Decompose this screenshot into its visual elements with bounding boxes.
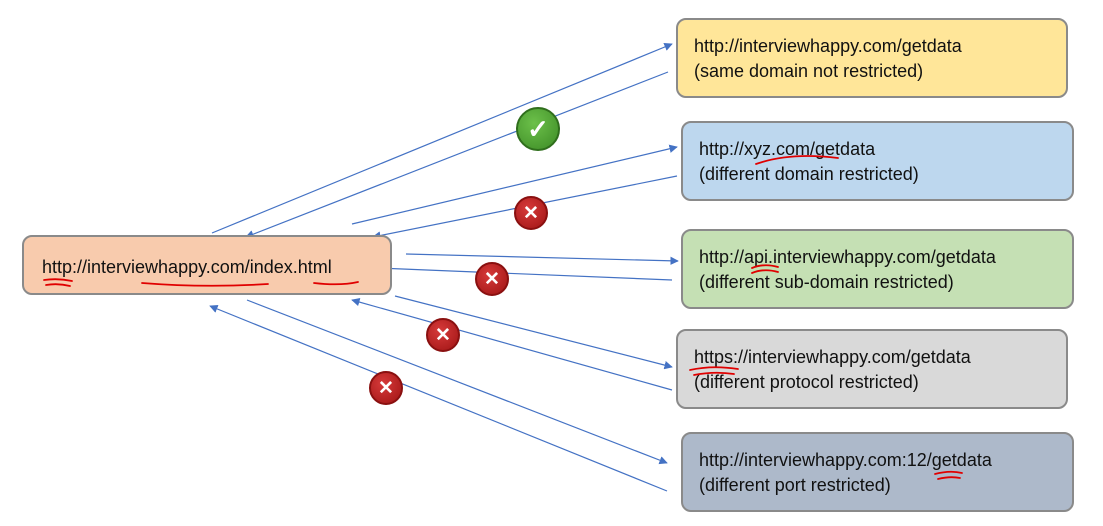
x-icon: ✕ [369, 371, 403, 405]
target-note: (same domain not restricted) [694, 61, 924, 81]
request-arrow-3 [405, 253, 679, 266]
target-box-same-domain: http://interviewhappy.com/getdata (same … [676, 18, 1068, 98]
target-note: (different protocol restricted) [694, 372, 919, 392]
target-note: (different port restricted) [699, 475, 891, 495]
x-icon: ✕ [475, 262, 509, 296]
target-box-different-domain: http://xyz.com/getdata (different domain… [681, 121, 1074, 201]
request-arrow-1 [211, 42, 673, 234]
response-arrow-1 [245, 71, 669, 239]
response-arrow-4 [351, 298, 673, 391]
target-box-different-protocol: https://interviewhappy.com/getdata (diff… [676, 329, 1068, 409]
target-url: http://api.interviewhappy.com/getdata [699, 247, 996, 267]
target-box-different-subdomain: http://api.interviewhappy.com/getdata (d… [681, 229, 1074, 309]
target-url: http://interviewhappy.com/getdata [694, 36, 962, 56]
source-page-box: http://interviewhappy.com/index.html [22, 235, 392, 295]
check-icon: ✓ [516, 107, 560, 151]
x-icon: ✕ [514, 196, 548, 230]
target-url: http://xyz.com/getdata [699, 139, 876, 159]
response-arrow-3 [377, 264, 673, 281]
target-url: http://interviewhappy.com:12/getdata [699, 450, 992, 470]
target-box-different-port: http://interviewhappy.com:12/getdata (di… [681, 432, 1074, 512]
target-url: https://interviewhappy.com/getdata [694, 347, 971, 367]
target-note: (different domain restricted) [699, 164, 919, 184]
x-icon: ✕ [426, 318, 460, 352]
source-url: http://interviewhappy.com/index.html [42, 256, 332, 277]
target-note: (different sub-domain restricted) [699, 272, 954, 292]
